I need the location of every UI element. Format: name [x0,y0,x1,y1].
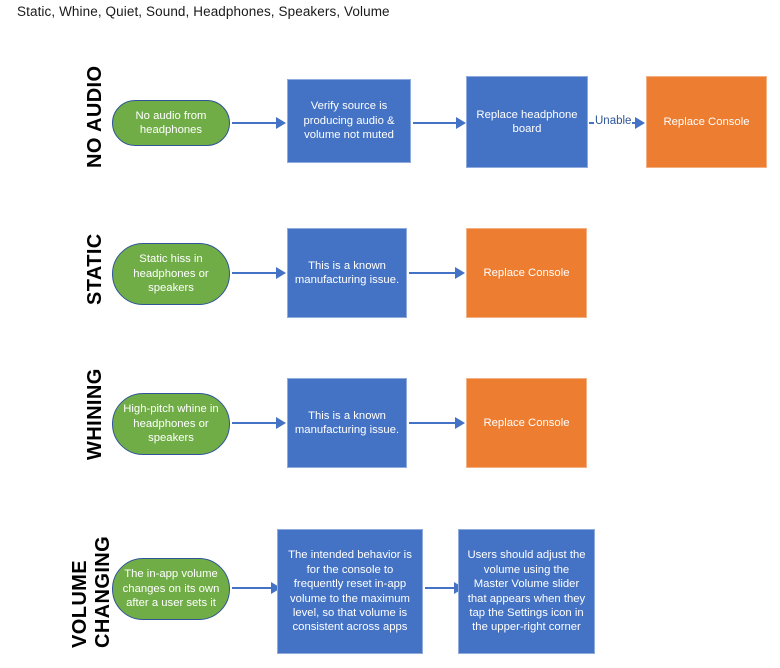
page-title: Static, Whine, Quiet, Sound, Headphones,… [17,4,390,19]
connector-static-2 [409,267,465,279]
node-replace-console-no-audio[interactable]: Replace Console [646,76,767,168]
node-replace-console-whining[interactable]: Replace Console [466,378,587,468]
node-high-pitch-whine[interactable]: High-pitch whine in headphones or speake… [112,393,230,455]
node-replace-console-static[interactable]: Replace Console [466,228,587,318]
node-intended-behavior[interactable]: The intended behavior is for the console… [277,529,423,654]
node-replace-headphone-board[interactable]: Replace headphone board [466,76,588,168]
connector-no-audio-1 [232,117,286,129]
node-no-audio-from-headphones[interactable]: No audio from headphones [112,100,230,146]
node-verify-source[interactable]: Verify source is producing audio & volum… [287,79,411,163]
node-master-volume-slider-instructions[interactable]: Users should adjust the volume using the… [458,529,595,654]
row-label-static: STATIC [84,233,106,305]
row-label-changing: CHANGING [92,535,114,648]
connector-static-1 [232,267,286,279]
connector-no-audio-2 [413,117,466,129]
connector-whining-1 [232,417,286,429]
node-known-manufacturing-issue-whining[interactable]: This is a known manufacturing issue. [287,378,407,468]
connector-label-unable: Unable [594,115,633,128]
connector-volume-1 [232,582,281,594]
row-label-volume: VOLUME [69,560,91,648]
node-known-manufacturing-issue-static[interactable]: This is a known manufacturing issue. [287,228,407,318]
node-static-hiss[interactable]: Static hiss in headphones or speakers [112,243,230,305]
row-label-no-audio: NO AUDIO [84,65,106,168]
connector-volume-2 [425,582,464,594]
node-in-app-volume-changes[interactable]: The in-app volume changes on its own aft… [112,558,230,620]
row-label-whining: WHINING [84,368,106,460]
connector-whining-2 [409,417,465,429]
